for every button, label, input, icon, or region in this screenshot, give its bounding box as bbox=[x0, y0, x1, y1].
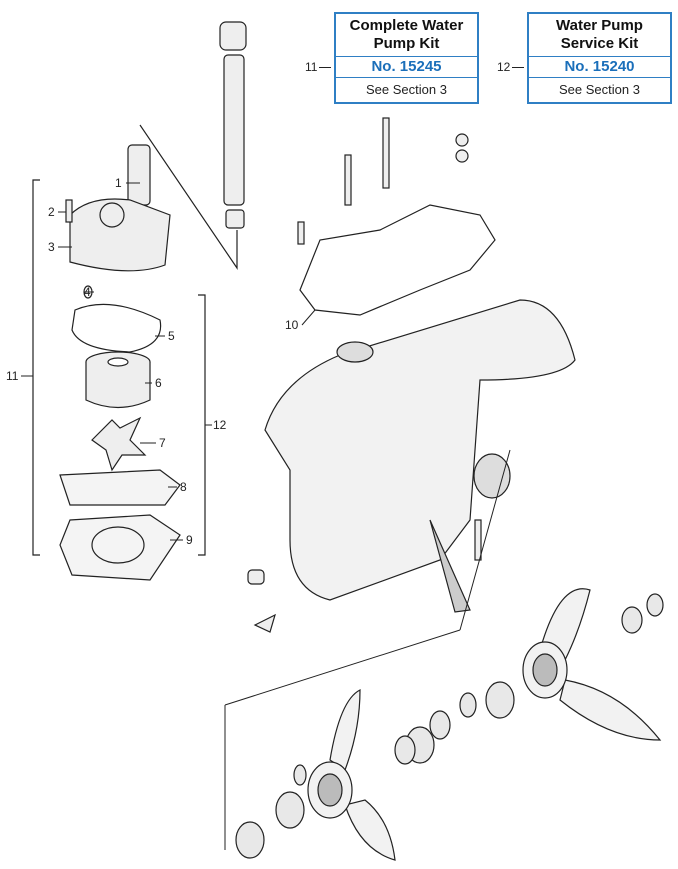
callout-9: 9 bbox=[186, 533, 193, 547]
callout-7: 7 bbox=[159, 436, 166, 450]
kit-number[interactable]: No. 15240 bbox=[529, 57, 670, 78]
kit-title: Water Pump Service Kit bbox=[529, 14, 670, 57]
drive-shaft bbox=[219, 21, 247, 229]
hardware bbox=[235, 593, 664, 859]
callout-4: 4 bbox=[84, 285, 91, 299]
kit-section-link[interactable]: See Section 3 bbox=[559, 82, 640, 97]
kit-11-ref: 11 bbox=[305, 60, 331, 74]
callout-3: 3 bbox=[48, 240, 55, 254]
plate-8 bbox=[59, 469, 181, 506]
plug bbox=[247, 569, 265, 585]
bolt-2 bbox=[65, 199, 73, 223]
kit-number[interactable]: No. 15245 bbox=[336, 57, 477, 78]
impeller-7 bbox=[91, 416, 147, 472]
bolt bbox=[474, 519, 482, 561]
bracket-kit-11 bbox=[32, 179, 40, 556]
callout-8: 8 bbox=[180, 480, 187, 494]
callout-12: 12 bbox=[213, 418, 227, 432]
bearing bbox=[473, 453, 511, 499]
bolts bbox=[297, 117, 469, 245]
gasket-10 bbox=[299, 204, 496, 316]
gear-housing bbox=[264, 299, 576, 613]
anode bbox=[253, 613, 276, 633]
bracket-kit-12 bbox=[198, 294, 206, 556]
callout-10: 10 bbox=[285, 318, 299, 332]
callout-5: 5 bbox=[168, 329, 175, 343]
kit-section-link[interactable]: See Section 3 bbox=[366, 82, 447, 97]
callout-6: 6 bbox=[155, 376, 162, 390]
impeller-housing-6 bbox=[85, 351, 151, 409]
gasket-9 bbox=[59, 514, 181, 581]
kit-title: Complete Water Pump Kit bbox=[336, 14, 477, 57]
callout-1: 1 bbox=[115, 176, 122, 190]
propeller-front bbox=[307, 689, 396, 861]
gasket-5 bbox=[71, 303, 162, 353]
kit-12-ref: 12 bbox=[497, 60, 524, 74]
callout-11: 11 bbox=[6, 369, 19, 383]
water-pump-service-kit-box[interactable]: Water Pump Service Kit No. 15240 See Sec… bbox=[527, 12, 672, 104]
propeller-rear bbox=[522, 588, 662, 741]
complete-water-pump-kit-box[interactable]: Complete Water Pump Kit No. 15245 See Se… bbox=[334, 12, 479, 104]
pump-housing bbox=[69, 144, 171, 272]
leader-line bbox=[139, 124, 238, 270]
callout-2: 2 bbox=[48, 205, 55, 219]
